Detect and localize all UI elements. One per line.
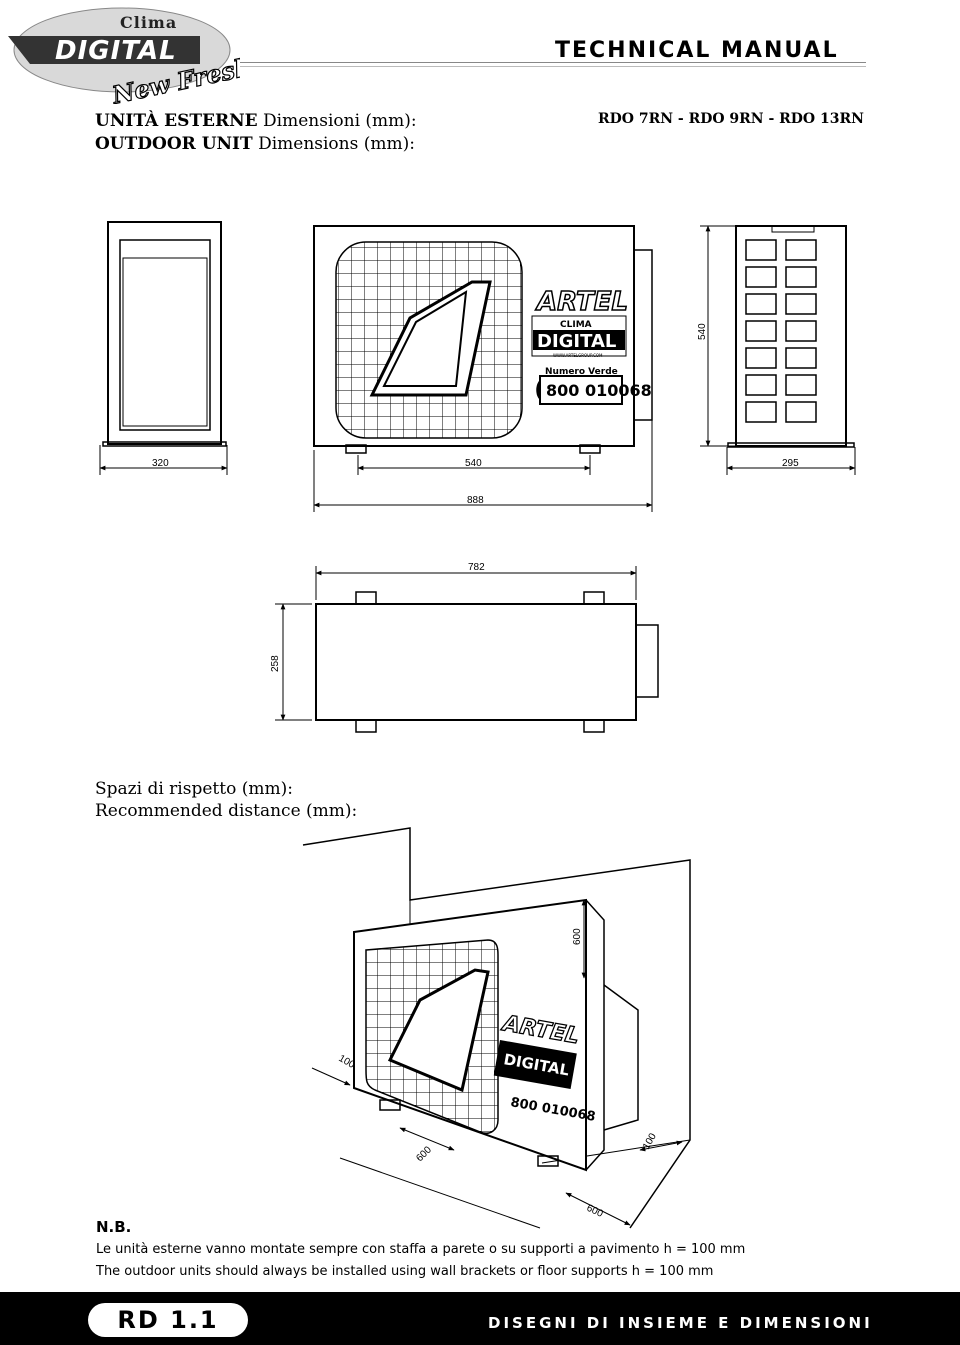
unit-website-text: WWW.ARTELGROUP.COM <box>553 353 603 358</box>
phone-number-text: 800 010068 <box>546 381 652 400</box>
numero-verde-text: Numero Verde <box>545 367 618 377</box>
dim-right-width: 295 <box>782 458 799 469</box>
top-view <box>275 566 659 733</box>
dim-base-width: 540 <box>465 458 482 469</box>
clima-digital-logo: Clima DIGITAL New Fresh <box>8 7 240 104</box>
header-rule-2 <box>240 66 866 67</box>
logo-digital-text: DIGITAL <box>55 36 177 66</box>
clear-top: 600 <box>572 928 583 945</box>
dim-top-width: 782 <box>468 562 485 573</box>
technical-drawings: ARTEL CLIMA DIGITAL WWW.ARTELGROUP.COM N… <box>99 221 856 1229</box>
section-title-it: UNITÀ ESTERNE Dimensioni (mm): <box>95 110 417 132</box>
manual-title: TECHNICAL MANUAL <box>555 38 839 63</box>
clearance-title-it: Spazi di rispetto (mm): <box>95 779 293 799</box>
clear-front: 600 <box>414 1144 434 1164</box>
side-view <box>102 221 227 447</box>
dim-total-width: 888 <box>467 495 484 506</box>
header-rule <box>240 62 866 63</box>
section-title-it-bold: UNITÀ ESTERNE <box>95 111 258 131</box>
clearance-title-en: Recommended distance (mm): <box>95 801 358 821</box>
section-title-it-rest: Dimensioni (mm): <box>263 111 417 131</box>
model-list: RDO 7RN - RDO 9RN - RDO 13RN <box>598 111 864 127</box>
section-title-en-rest: Dimensions (mm): <box>258 134 415 154</box>
right-view <box>727 225 855 448</box>
notes-line-en: The outdoor units should always be insta… <box>96 1264 714 1279</box>
dimension-lines-front <box>99 225 856 512</box>
notes-line-it: Le unità esterne vanno montate sempre co… <box>96 1242 746 1257</box>
notes-title: N.B. <box>96 1218 132 1236</box>
page-code: RD 1.1 <box>88 1303 248 1337</box>
clear-back: 600 <box>585 1203 605 1220</box>
section-title-en-bold: OUTDOOR UNIT <box>95 134 253 154</box>
footer-section-title: DISEGNI DI INSIEME E DIMENSIONI <box>488 1314 873 1332</box>
unit-brand-label: ARTEL CLIMA DIGITAL WWW.ARTELGROUP.COM N… <box>531 286 652 405</box>
unit-clima-text: CLIMA <box>560 320 592 330</box>
clearance-diagram <box>302 827 691 1229</box>
front-view <box>313 225 653 454</box>
dim-right-height: 540 <box>697 323 708 340</box>
clear-right: 100 <box>641 1131 659 1151</box>
dim-side-width: 320 <box>152 458 169 469</box>
logo-clima-text: Clima <box>120 13 177 32</box>
dim-top-depth: 258 <box>270 655 281 672</box>
section-title-en: OUTDOOR UNIT Dimensions (mm): <box>95 133 415 155</box>
unit-digital-text: DIGITAL <box>537 331 616 352</box>
artel-logo-text: ARTEL <box>535 287 628 317</box>
